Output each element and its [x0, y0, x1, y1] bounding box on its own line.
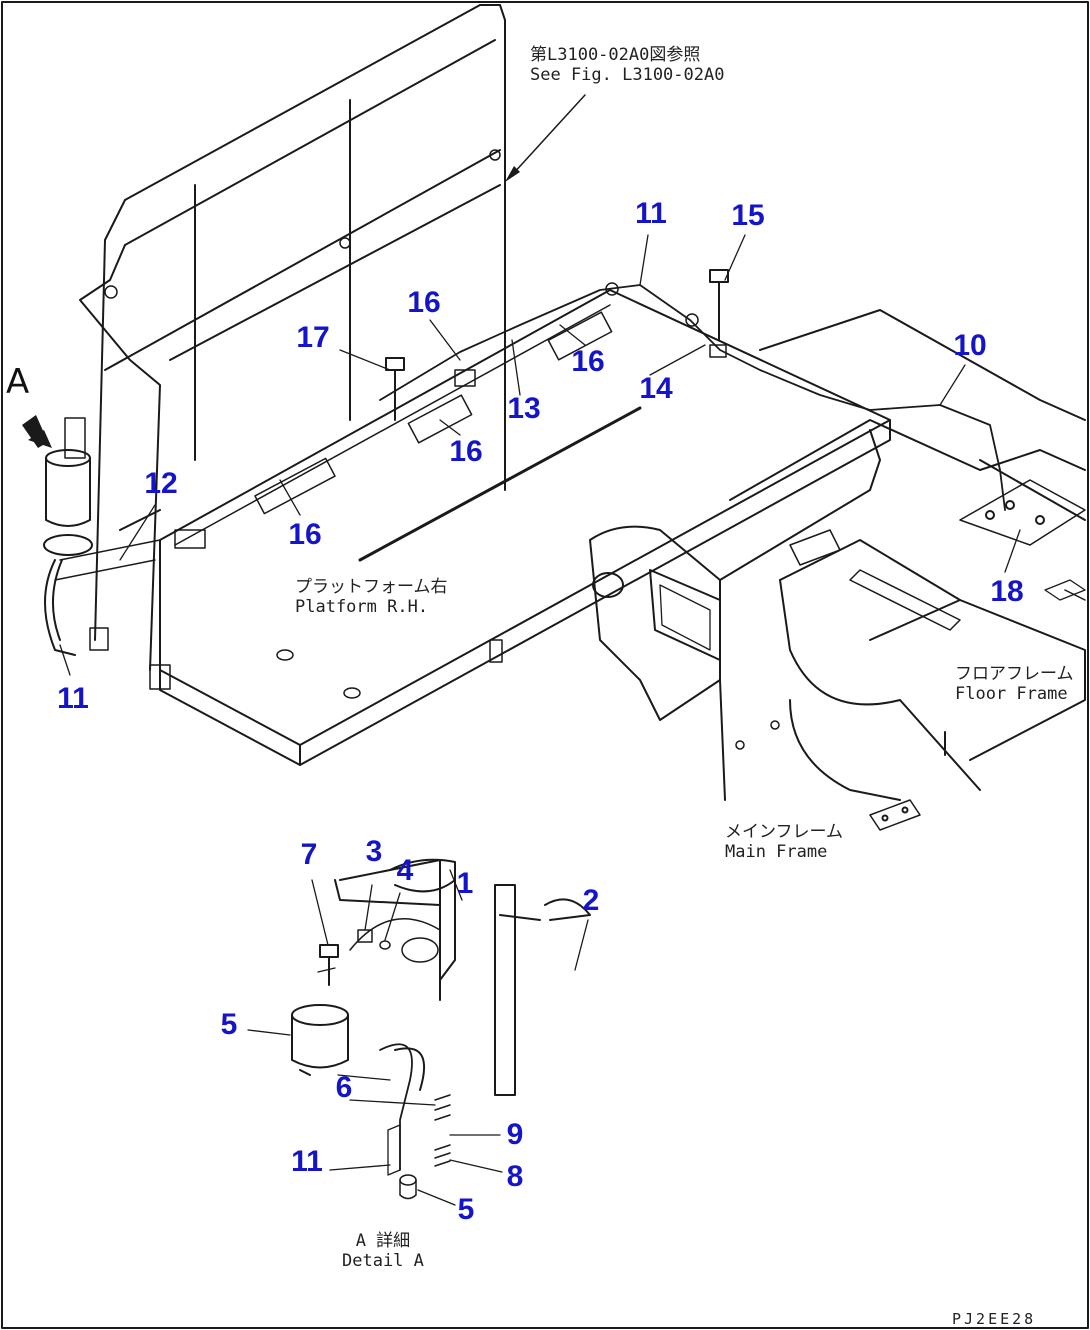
view-arrow-a [22, 415, 52, 448]
callout-11-left: 11 [57, 682, 89, 715]
reference-note-en: See Fig. L3100-02A0 [530, 64, 725, 85]
label-detail-a-jp: A 詳細 [355, 1231, 411, 1251]
bolt-15 [709, 269, 729, 341]
callout-9: 9 [506, 1118, 524, 1151]
label-main-frame: メインフレーム Main Frame [725, 822, 843, 862]
label-floor-frame: フロアフレーム Floor Frame [955, 664, 1074, 704]
leader-lines-detail [247, 869, 589, 1206]
callout-13: 13 [507, 392, 541, 425]
label-main-frame-en: Main Frame [725, 841, 828, 862]
label-detail-a: A 詳細 Detail A [342, 1231, 424, 1271]
detail-a-drawing [291, 858, 591, 1200]
reference-note: 第L3100-02A0図参照 See Fig. L3100-02A0 [530, 45, 725, 85]
leader-lines-top [59, 234, 1021, 676]
callout-16-middle: 16 [449, 435, 483, 468]
label-platform-rh-en: Platform R.H. [295, 596, 429, 617]
callout-11-top: 11 [635, 197, 667, 230]
callout-5-upper: 5 [220, 1008, 238, 1041]
callout-14: 14 [639, 372, 673, 405]
reference-leader [511, 94, 586, 176]
handrail [79, 4, 506, 690]
callout-10: 10 [953, 329, 987, 362]
callout-7: 7 [300, 838, 318, 871]
callout-18: 18 [990, 575, 1024, 608]
callout-16-upper: 16 [407, 286, 441, 319]
view-letter-a: A [6, 362, 30, 402]
label-floor-frame-en: Floor Frame [955, 683, 1068, 704]
label-detail-a-en: Detail A [342, 1250, 424, 1271]
label-main-frame-jp: メインフレーム [725, 822, 843, 842]
lamp-assembly [43, 417, 93, 656]
callout-12: 12 [144, 467, 178, 500]
callout-15: 15 [731, 199, 765, 232]
callout-1: 1 [456, 867, 474, 900]
bolt-17 [385, 357, 405, 421]
callout-5-lower: 5 [457, 1193, 475, 1226]
callout-2: 2 [582, 884, 600, 917]
callout-4: 4 [396, 854, 414, 887]
callout-11-detail: 11 [291, 1145, 323, 1178]
callout-16-lower: 16 [288, 518, 322, 551]
callout-8: 8 [506, 1160, 524, 1193]
main-frame [589, 309, 1086, 831]
callout-17: 17 [296, 321, 330, 354]
callout-3: 3 [365, 835, 383, 868]
reference-note-jp: 第L3100-02A0図参照 [530, 45, 701, 65]
label-platform-rh-jp: プラットフォーム右 [295, 577, 448, 597]
platform-rh [54, 289, 891, 766]
callout-16-right: 16 [571, 345, 605, 378]
callout-6: 6 [335, 1071, 353, 1104]
label-platform-rh: プラットフォーム右 Platform R.H. [295, 577, 448, 617]
drawing-code: PJ2EE28 [952, 1310, 1037, 1328]
label-floor-frame-jp: フロアフレーム [955, 664, 1074, 684]
wiring-harness [379, 284, 1006, 511]
